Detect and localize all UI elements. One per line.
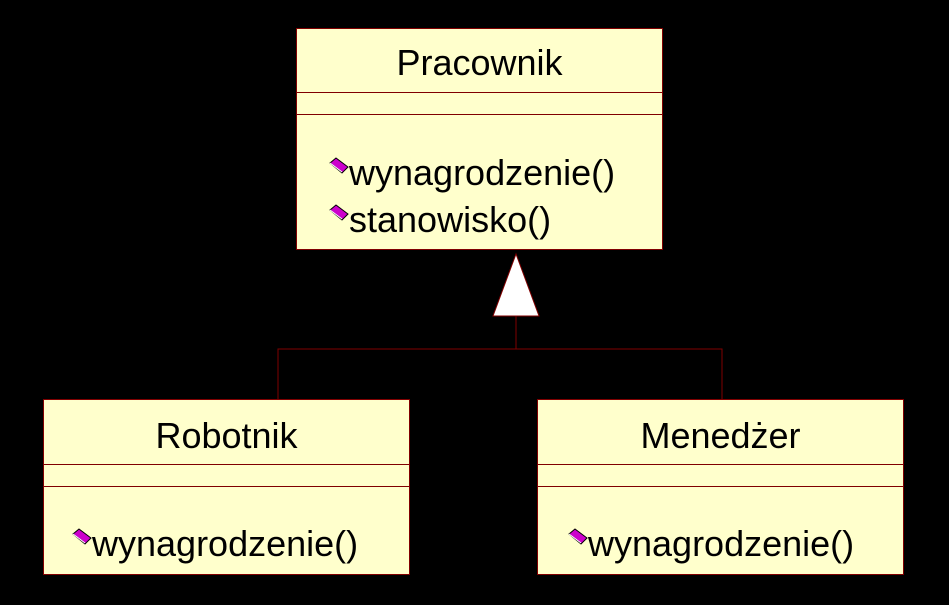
connector-line-to-menedzer xyxy=(516,348,723,399)
class-name-menedzer: Menedżer xyxy=(640,415,801,456)
class-robotnik[interactable]: Robotnik wynagrodzenie() xyxy=(43,399,410,575)
connector-line-to-robotnik xyxy=(277,316,517,399)
operation-wynagrodzenie[interactable]: wynagrodzenie() xyxy=(72,523,359,564)
generalization-arrowhead xyxy=(492,252,540,317)
operation-wynagrodzenie[interactable]: wynagrodzenie() xyxy=(568,523,855,564)
operation-label: wynagrodzenie() xyxy=(349,152,616,193)
operation-icon xyxy=(329,204,349,221)
class-menedzer[interactable]: Menedżer wynagrodzenie() xyxy=(537,399,904,575)
class-separator-attributes xyxy=(297,114,662,115)
class-separator-name xyxy=(297,92,662,93)
operation-icon xyxy=(329,157,349,174)
class-name-pracownik: Pracownik xyxy=(396,42,563,83)
class-separator-attributes xyxy=(538,486,903,487)
class-pracownik[interactable]: Pracownik wynagrodzenie() stanowisko() xyxy=(296,28,663,250)
operation-stanowisko[interactable]: stanowisko() xyxy=(329,199,552,240)
operation-icon xyxy=(568,528,588,545)
class-separator-attributes xyxy=(44,486,409,487)
class-separator-name xyxy=(44,464,409,465)
class-separator-name xyxy=(538,464,903,465)
class-name-robotnik: Robotnik xyxy=(155,415,298,456)
operation-label: wynagrodzenie() xyxy=(92,523,359,564)
operation-wynagrodzenie[interactable]: wynagrodzenie() xyxy=(329,152,616,193)
operation-icon xyxy=(72,528,92,545)
operation-label: stanowisko() xyxy=(349,199,552,240)
operation-label: wynagrodzenie() xyxy=(588,523,855,564)
